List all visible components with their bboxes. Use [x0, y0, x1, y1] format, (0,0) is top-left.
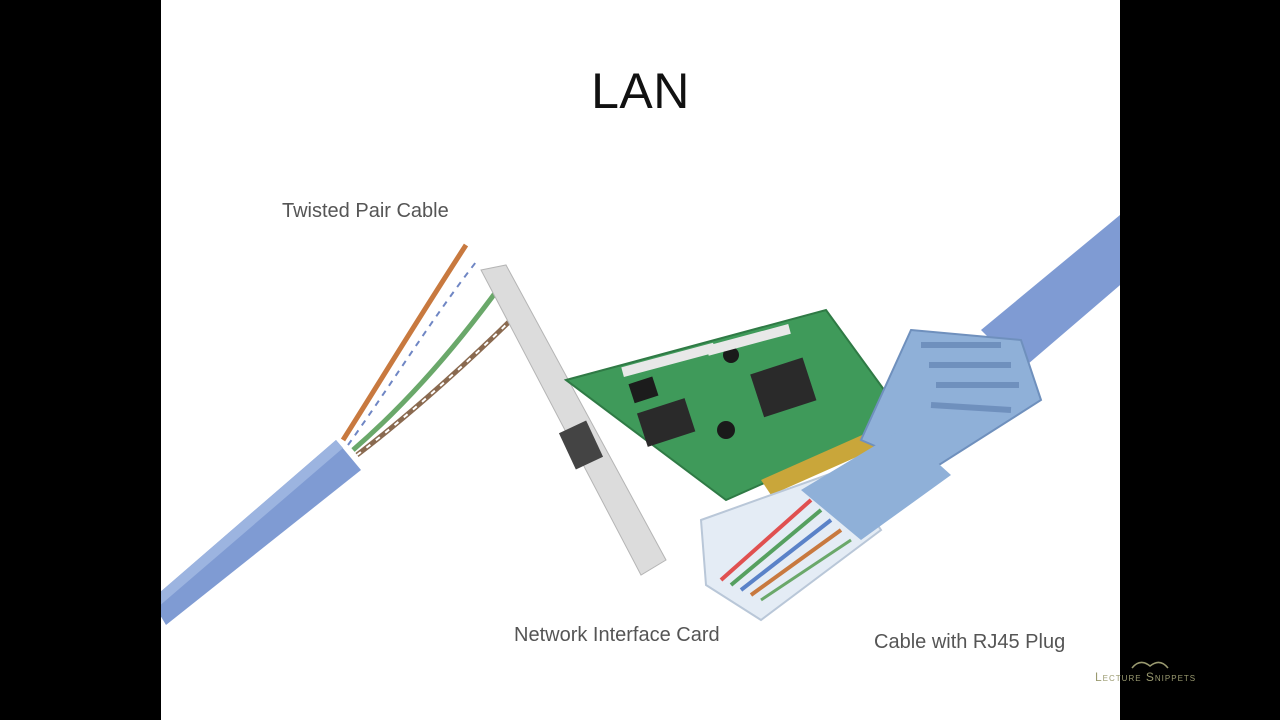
network-interface-card-illustration [480, 264, 908, 576]
nic-caption: Network Interface Card [514, 624, 720, 646]
watermark: Lecture Snippets [1095, 670, 1197, 684]
rj45-caption: Cable with RJ45 Plug [874, 631, 1066, 653]
twisted-pair-cable-illustration [161, 243, 523, 625]
slide: LAN [161, 0, 1120, 720]
lan-hardware-illustration [161, 214, 1120, 625]
rj45-cable-illustration [699, 214, 1120, 622]
twisted-pair-caption: Twisted Pair Cable [282, 200, 449, 222]
slide-title: LAN [591, 63, 690, 119]
book-logo-icon [1131, 661, 1169, 669]
